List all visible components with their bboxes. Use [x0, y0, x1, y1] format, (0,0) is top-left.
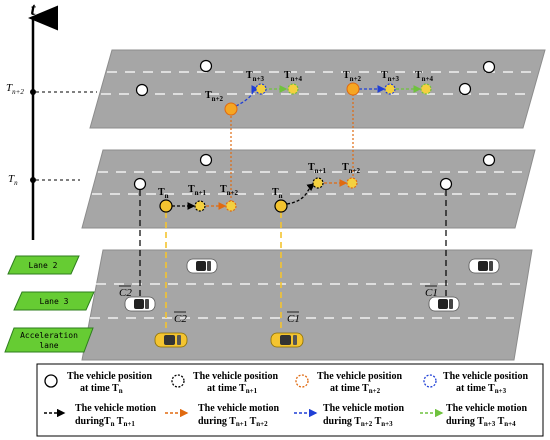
lane-3-label: Lane 3	[40, 297, 69, 306]
tick-bottom-label: Tn	[8, 173, 18, 187]
projection-lines	[139, 90, 447, 332]
legend-pos-tn2-line1: The vehicle position	[317, 371, 402, 382]
top-g2-end-label: Tn+4	[415, 70, 434, 83]
mid-g2-mid-label: Tn+1	[308, 162, 327, 175]
tick-bottom-dot	[30, 177, 36, 183]
mid-g1-mid-label: Tn+1	[188, 184, 207, 197]
top-trajectories: Tn+2 Tn+3 Tn+4 Tn+2 Tn+3 Tn+4	[205, 70, 434, 116]
road-layer-bottom	[81, 249, 533, 361]
legend-motion-1-line2: duringTn Tn+1	[75, 416, 135, 428]
yellow-car-icon	[154, 332, 188, 348]
legend-pos-tn-line2: at time Tn	[80, 383, 123, 395]
legend-pos-tn1-line1: The vehicle position	[193, 371, 278, 382]
top-g1-start-label: Tn+2	[205, 90, 224, 103]
legend: The vehicle position at time Tn The vehi…	[36, 363, 544, 437]
mid-g2-end-label: Tn+2	[342, 162, 361, 175]
legend-motion-4-line1: The vehicle motion	[446, 403, 528, 414]
yellow-car-icon	[270, 332, 304, 348]
legend-motion-3-line1: The vehicle motion	[323, 403, 405, 414]
car-icon	[124, 296, 156, 312]
car-icon	[428, 296, 460, 312]
tick-top-label: Tn+2	[6, 82, 24, 96]
top-g2-mid-label: Tn+3	[381, 70, 400, 83]
mid-g2-start-label: Tn	[272, 187, 283, 200]
acceleration-lane-label: Acceleration	[20, 331, 78, 340]
mid-g1-start-label: Tn	[158, 187, 169, 200]
mid-g1-end-label: Tn+2	[220, 184, 239, 197]
legend-pos-tn3-line1: The vehicle position	[443, 371, 528, 382]
c2-lower-label: C2	[174, 313, 187, 325]
acceleration-lane-label-2: lane	[39, 341, 58, 350]
axis-label: t	[30, 0, 36, 19]
tick-top-dot	[30, 89, 36, 95]
c1-upper-label: C1	[425, 287, 438, 299]
car-icon	[468, 258, 500, 274]
legend-position-tn3-icon	[423, 374, 437, 388]
top-g1-end-label: Tn+4	[284, 70, 303, 83]
top-g1-mid-label: Tn+3	[246, 70, 265, 83]
legend-pos-tn2-line2: at time Tn+2	[330, 383, 381, 395]
legend-motion-4-line2: during Tn+3 Tn+4	[446, 416, 516, 428]
legend-motion-2-line1: The vehicle motion	[198, 403, 280, 414]
legend-motion-1-line1: The vehicle motion	[75, 403, 157, 414]
road-layer-top	[89, 49, 546, 129]
middle-trajectories: Tn Tn+1 Tn+2 Tn Tn+1 Tn+2	[158, 162, 361, 213]
c2-upper-label: C2	[119, 287, 132, 299]
legend-pos-tn3-line2: at time Tn+3	[456, 383, 507, 395]
legend-position-tn1-icon	[171, 374, 185, 388]
top-g2-start-label: Tn+2	[343, 70, 362, 83]
time-axis: t Tn+2 Tn	[6, 0, 97, 240]
legend-motion-2-line2: during Tn+1 Tn+2	[198, 416, 268, 428]
legend-position-tn-icon	[44, 374, 58, 388]
legend-pos-tn1-line2: at time Tn+1	[207, 383, 258, 395]
legend-position-tn2-icon	[295, 374, 309, 388]
bottom-labels: C2 C1 C2 C1	[119, 285, 438, 325]
lane-2-label: Lane 2	[29, 261, 58, 270]
legend-pos-tn-line1: The vehicle position	[67, 371, 152, 382]
legend-motion-3-line2: during Tn+2 Tn+3	[323, 416, 393, 428]
c1-lower-label: C1	[287, 313, 300, 325]
car-icon	[186, 258, 218, 274]
lane-labels: Lane 2 Lane 3 Acceleration lane	[4, 255, 95, 353]
